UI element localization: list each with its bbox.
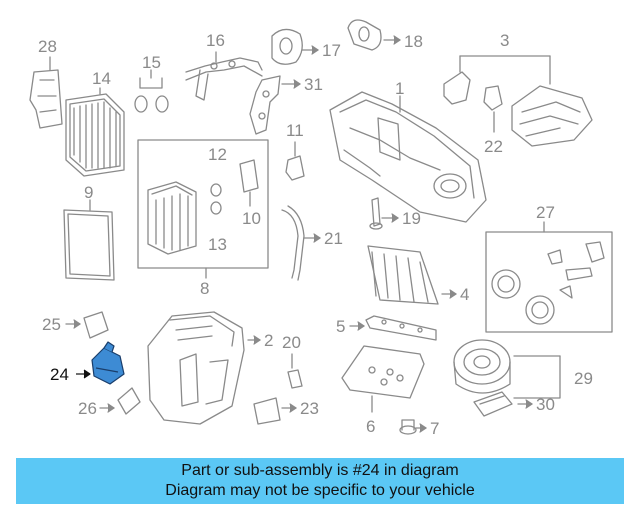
part-17-gasket xyxy=(271,28,319,65)
callout-11: 11 xyxy=(286,121,304,140)
callout-22: 22 xyxy=(484,137,503,156)
callout-8: 8 xyxy=(200,279,210,298)
part-27-box xyxy=(485,221,613,333)
callout-28: 28 xyxy=(38,37,57,56)
part-28-bracket xyxy=(29,56,63,129)
callout-4: 4 xyxy=(460,285,470,304)
part-14-evaporator xyxy=(65,87,125,177)
callout-6: 6 xyxy=(366,417,376,436)
callout-26: 26 xyxy=(78,399,97,418)
part-20-sensor xyxy=(287,353,303,389)
callout-3: 3 xyxy=(500,31,510,50)
part-3-group xyxy=(443,55,593,147)
part-11-clip xyxy=(285,141,305,181)
callout-5: 5 xyxy=(336,317,346,336)
part-15-orings xyxy=(134,69,169,113)
part-7-grommet xyxy=(399,419,427,435)
part-9-filter xyxy=(63,199,115,281)
banner-line-part: Part or sub-assembly is #24 in diagram xyxy=(181,462,459,479)
callout-19: 19 xyxy=(402,209,421,228)
callout-31: 31 xyxy=(304,75,323,94)
info-banner: Part or sub-assembly is #24 in diagram D… xyxy=(16,458,624,504)
part-5-strip xyxy=(349,315,437,341)
callout-7: 7 xyxy=(430,419,440,438)
callout-13: 13 xyxy=(208,235,227,254)
callout-30: 30 xyxy=(536,395,555,414)
part-31-bracket xyxy=(249,75,301,135)
callout-20: 20 xyxy=(282,333,301,352)
callout-27: 27 xyxy=(536,203,555,222)
part-26-bracket xyxy=(99,387,141,415)
part-6-tray xyxy=(341,345,425,413)
part-19-sensor xyxy=(369,197,399,230)
banner-line-disclaimer: Diagram may not be specific to your vehi… xyxy=(165,482,475,499)
part-30-resistor xyxy=(473,391,533,417)
part-21-hose xyxy=(281,205,321,281)
callout-18: 18 xyxy=(404,32,423,51)
callout-29: 29 xyxy=(574,369,593,388)
callout-1: 1 xyxy=(395,79,405,98)
callout-23: 23 xyxy=(300,399,319,418)
callout-9: 9 xyxy=(84,183,94,202)
part-23-module xyxy=(253,397,297,425)
callout-25: 25 xyxy=(42,315,61,334)
part-18-gasket xyxy=(347,19,401,51)
parts-diagram xyxy=(29,19,613,435)
part-24-highlighted xyxy=(76,341,125,385)
part-16-pipe xyxy=(185,51,263,101)
part-1-heater-unit xyxy=(329,91,487,223)
part-4-filter-box xyxy=(367,245,457,305)
callout-10: 10 xyxy=(242,209,261,228)
callout-21: 21 xyxy=(324,229,343,248)
callout-2: 2 xyxy=(264,331,274,350)
callout-12: 12 xyxy=(208,145,227,164)
callout-16: 16 xyxy=(206,31,225,50)
part-8-box xyxy=(137,139,269,279)
callout-14: 14 xyxy=(92,69,111,88)
callout-24: 24 xyxy=(50,365,69,384)
part-29-blower xyxy=(453,339,561,399)
callout-17: 17 xyxy=(322,41,341,60)
part-2-heater-case xyxy=(147,311,261,425)
part-25-bracket xyxy=(65,311,109,339)
callout-15: 15 xyxy=(142,53,161,72)
